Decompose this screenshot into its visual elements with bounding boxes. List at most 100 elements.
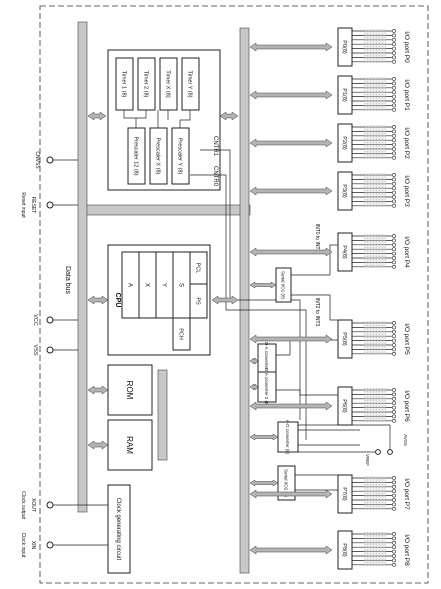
cpu-registers: A X Y S PCH PCL PS [121,251,208,351]
port-register [337,75,353,115]
port-register-label: P7(8) [341,487,347,501]
port-pin [392,554,396,558]
serial-io2: Serial I/O2 (8) [277,465,296,501]
io-port-6: P6(8)I/O port P6 [249,386,410,426]
port-bus-arrow [249,247,333,257]
port-pin [392,256,396,260]
port-pin [392,90,396,95]
vcc-label: VCC [32,314,38,326]
port-pin [392,414,396,419]
port-register [337,386,353,426]
port-pin [392,29,396,33]
reg-a: A [127,283,133,287]
ram-block [107,419,153,471]
port-label: I/O port P7 [403,478,410,510]
port-pin [392,234,396,238]
port-pin [392,33,396,38]
port-register-label: P4(8) [341,245,347,259]
reg-y: Y [161,283,167,287]
data-bus-horizontal [79,204,251,216]
io-port-1: P1(8)I/O port P1 [249,75,410,115]
port-pin-bracket [364,173,386,207]
port-pin [392,532,396,536]
cpu-label: CPU [114,293,121,308]
serial-io1-label: Serial I/O1 (8) [281,271,286,300]
port-register-label: P3(8) [341,184,347,198]
port-pin-bracket [364,29,386,63]
port-pin [392,405,396,410]
port-label: I/O port P3 [403,175,410,207]
port-pin [392,142,396,147]
port-register-label: P6(8) [341,399,347,413]
port-pin-bracket [364,77,386,111]
pin-xout: Clock output XOUT [20,491,108,520]
io-port-7: P7(8) I/O port P7 [249,474,410,514]
rom-label: ROM [125,381,134,400]
port-pin-bracket [364,125,386,159]
pin-reset: Reset input RESET [20,192,78,218]
reset-input-label: Reset input [20,192,26,218]
port-pin [392,498,396,502]
clock-input-label: Clock input [20,533,26,558]
port-pin [392,238,396,243]
port-pin-bracket [364,321,386,355]
io-port-2: P2(8)I/O port P2 [249,123,410,163]
port-label: I/O port P2 [403,127,410,159]
port-pin [392,392,396,397]
port-pin [392,81,396,86]
port-pin [392,99,396,103]
port-bus-arrow [249,186,333,196]
port-register-label: P0(8) [341,40,347,54]
clock-output-label: Clock output [20,491,26,519]
port-bus-arrow [249,401,333,411]
port-pin [392,329,396,334]
io-port-0: P0(8) I/O port P0 [249,27,410,67]
port-pin-bracket [364,234,386,268]
port-pin [392,476,396,480]
port-label: I/O port P0 [403,31,410,63]
timer-y-label: Timer Y (8) [187,70,193,97]
port-label: I/O port P1 [403,79,410,111]
port-pin [392,401,396,406]
da-converter-2: D-A converter 2 (8) [257,368,277,407]
port-pin [392,338,396,343]
reset-label: RESET [30,197,36,214]
chip-outline [39,5,429,584]
port-pin [392,107,396,112]
timer-x-label: Timer X (8) [165,70,171,97]
port-bus-arrow [249,545,333,555]
port-pin [392,138,396,143]
port-pin [392,42,396,47]
port-pin [392,540,396,545]
port-pin [392,51,396,55]
port-pin [392,545,396,550]
port-pin [392,264,396,269]
prescaler-12-label: Prescaler 12 (8) [133,136,139,175]
io-port-3: P3(8) I/O port P3 [249,171,410,211]
port-pin-bracket [364,388,386,422]
port-pin [392,125,396,129]
port-pin [392,94,396,99]
port-pin [392,536,396,541]
pin-avss: AVSS [298,424,408,455]
io-ports: P0(8) I/O port P0 P1(8)I/O port P1 P2(8)I/O… [249,27,410,570]
port-pin [392,493,396,498]
port-pin [392,133,396,138]
port-pin [392,502,396,507]
port-pin [392,549,396,554]
reg-x: X [144,283,150,287]
da2-label: D-A converter 2 (8) [264,368,269,407]
address-bus [157,369,168,461]
port-pin [392,334,396,339]
port-pin [392,343,396,347]
timer-1: Timer 1 (8) [115,57,134,111]
port-pin [392,247,396,252]
pin-xin: Clock input XIN [20,533,108,558]
da1-label: D-A converter 1 (8) [264,342,269,381]
prescaler-y: Prescaler Y (8) [171,127,190,185]
data-bus-left [77,21,88,513]
serial-io1: Serial I/O1 (8) [275,267,292,303]
port-pin [392,325,396,330]
port-pin [392,351,396,356]
